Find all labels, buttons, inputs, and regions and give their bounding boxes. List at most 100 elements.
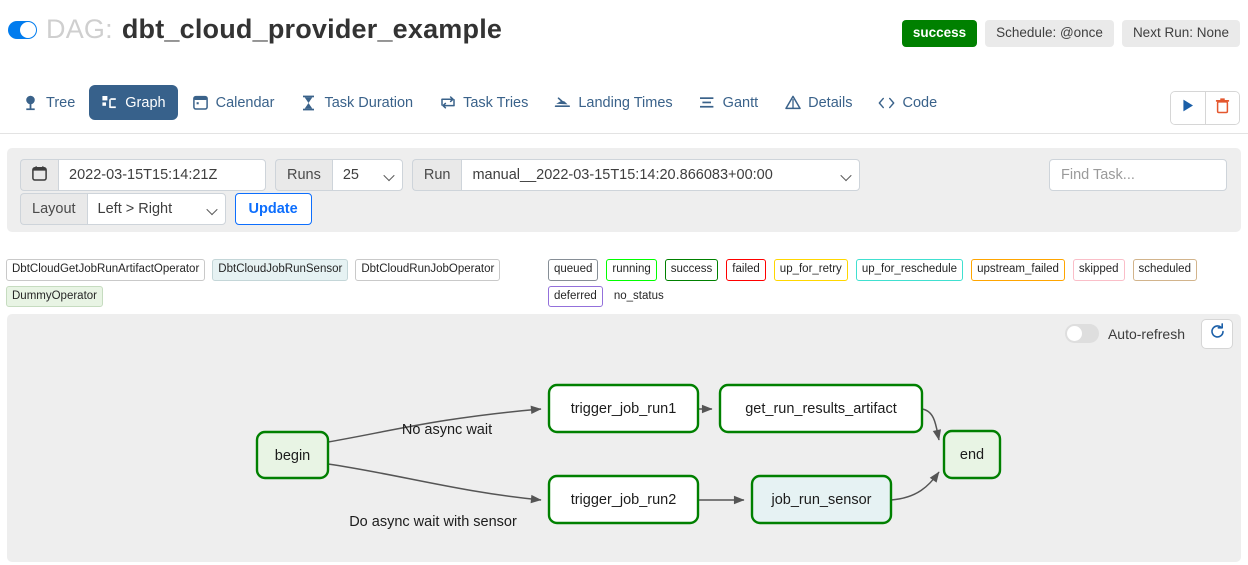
tab-label: Details bbox=[808, 94, 853, 111]
auto-refresh-toggle[interactable] bbox=[1064, 324, 1099, 343]
tab-label: Gantt bbox=[722, 94, 759, 111]
tab-task-tries[interactable]: Task Tries bbox=[427, 85, 540, 120]
tab-label: Tree bbox=[46, 94, 76, 111]
dag-graph-canvas[interactable]: No async wait Do async wait with sensor … bbox=[7, 314, 1241, 562]
node-label: trigger_job_run1 bbox=[571, 401, 677, 417]
auto-refresh-control: Auto-refresh bbox=[1064, 324, 1185, 343]
tab-tree[interactable]: Tree bbox=[10, 85, 87, 120]
runs-label: Runs bbox=[275, 159, 332, 191]
run-group: Run manual__2022-03-15T15:14:20.866083+0… bbox=[411, 159, 861, 191]
play-triangle-icon bbox=[1181, 98, 1195, 118]
tab-calendar[interactable]: Calendar bbox=[180, 85, 287, 120]
state-chip-upstream-failed[interactable]: upstream_failed bbox=[971, 259, 1065, 281]
tab-graph[interactable]: Graph bbox=[89, 85, 178, 120]
layout-select[interactable]: Left > Right bbox=[86, 193, 226, 225]
operator-legend: DbtCloudGetJobRunArtifactOperator DbtClo… bbox=[6, 259, 526, 307]
tab-label: Calendar bbox=[215, 94, 275, 111]
dag-pause-toggle-icon[interactable] bbox=[8, 20, 37, 39]
state-chip-up-for-retry[interactable]: up_for_retry bbox=[773, 259, 848, 281]
delete-dag-button[interactable] bbox=[1205, 92, 1239, 124]
filter-row-primary: 2022-03-15T15:14:21Z Runs 25 Run manual_… bbox=[20, 159, 861, 191]
base-date-input[interactable]: 2022-03-15T15:14:21Z bbox=[58, 159, 266, 191]
graph-edges bbox=[327, 404, 942, 505]
operator-chip[interactable]: DbtCloudJobRunSensor bbox=[212, 259, 349, 281]
edge-label: No async wait bbox=[402, 422, 492, 438]
alert-triangle-icon bbox=[784, 94, 801, 111]
tab-gantt[interactable]: Gantt bbox=[687, 85, 770, 120]
trigger-dag-button[interactable] bbox=[1171, 92, 1205, 124]
tab-label: Code bbox=[902, 94, 938, 111]
view-tabs: Tree Graph Calendar Task Duration bbox=[10, 85, 949, 120]
node-label: trigger_job_run2 bbox=[571, 492, 677, 508]
dag-title: DAG: dbt_cloud_provider_example bbox=[8, 14, 502, 45]
graph-nodes-icon bbox=[101, 94, 118, 111]
layout-group: Layout Left > Right bbox=[20, 193, 226, 225]
hourglass-icon bbox=[300, 94, 317, 111]
tab-landing-times[interactable]: Landing Times bbox=[542, 85, 684, 120]
dag-graph-panel: Auto-refresh bbox=[7, 314, 1241, 562]
edge-begin-to-trigger-job-run1 bbox=[327, 405, 542, 443]
state-chip-scheduled[interactable]: scheduled bbox=[1132, 259, 1197, 281]
layout-label: Layout bbox=[20, 193, 87, 225]
tab-code[interactable]: Code bbox=[866, 85, 949, 120]
state-chip-up-for-reschedule[interactable]: up_for_reschedule bbox=[855, 259, 964, 281]
operator-chip[interactable]: DbtCloudRunJobOperator bbox=[355, 259, 501, 281]
tab-details[interactable]: Details bbox=[772, 85, 864, 120]
edge-label: Do async wait with sensor bbox=[349, 514, 517, 530]
edge-get-run-results-artifact-to-end bbox=[921, 408, 942, 441]
state-chip-success[interactable]: success bbox=[664, 259, 719, 281]
node-label: get_run_results_artifact bbox=[745, 401, 897, 417]
calendar-icon bbox=[32, 165, 47, 185]
operator-chip[interactable]: DummyOperator bbox=[6, 285, 103, 307]
tab-task-duration[interactable]: Task Duration bbox=[288, 85, 425, 120]
refresh-button[interactable] bbox=[1201, 319, 1233, 349]
page-title: dbt_cloud_provider_example bbox=[121, 14, 503, 44]
operator-chip[interactable]: DbtCloudGetJobRunArtifactOperator bbox=[6, 259, 206, 281]
page-header: DAG: dbt_cloud_provider_example success … bbox=[0, 14, 1248, 66]
graph-node-trigger-job-run2[interactable]: trigger_job_run2 bbox=[547, 474, 700, 525]
dag-actions bbox=[1170, 91, 1240, 125]
state-chip-skipped[interactable]: skipped bbox=[1072, 259, 1125, 281]
calendar-button[interactable] bbox=[20, 159, 58, 191]
filter-row-secondary: Layout Left > Right Update bbox=[20, 193, 312, 225]
graph-node-trigger-job-run1[interactable]: trigger_job_run1 bbox=[547, 383, 700, 434]
graph-node-begin[interactable]: begin bbox=[255, 430, 330, 480]
state-legend: queued running success failed up_for_ret… bbox=[548, 259, 1244, 307]
tab-label: Task Tries bbox=[463, 94, 529, 111]
status-badge: success bbox=[901, 20, 978, 47]
state-chip-failed[interactable]: failed bbox=[726, 259, 766, 281]
auto-refresh-label: Auto-refresh bbox=[1107, 325, 1185, 342]
runs-select[interactable]: 25 bbox=[331, 159, 403, 191]
edge-job-run-sensor-to-end bbox=[890, 471, 940, 501]
calendar-icon bbox=[192, 94, 209, 111]
state-chip-no-status[interactable]: no_status bbox=[613, 289, 664, 302]
schedule-badge[interactable]: Schedule: @once bbox=[985, 20, 1114, 47]
graph-edge-labels: No async wait Do async wait with sensor bbox=[349, 422, 517, 530]
edge-begin-to-trigger-job-run2 bbox=[327, 463, 542, 504]
runs-group: Runs 25 bbox=[275, 159, 403, 191]
run-select[interactable]: manual__2022-03-15T15:14:20.866083+00:00 bbox=[461, 159, 861, 191]
filter-bar: 2022-03-15T15:14:21Z Runs 25 Run manual_… bbox=[7, 148, 1241, 232]
trash-icon bbox=[1215, 97, 1230, 119]
next-run-badge[interactable]: Next Run: None bbox=[1121, 20, 1240, 47]
node-label: begin bbox=[275, 448, 310, 464]
dag-prefix-label: DAG: bbox=[46, 14, 113, 44]
state-chip-deferred[interactable]: deferred bbox=[548, 285, 603, 307]
header-badges: success Schedule: @once Next Run: None bbox=[901, 20, 1240, 47]
tab-label: Graph bbox=[125, 94, 166, 111]
graph-node-get-run-results-artifact[interactable]: get_run_results_artifact bbox=[718, 383, 924, 434]
view-tabbar: Tree Graph Calendar Task Duration bbox=[0, 80, 1248, 134]
state-chip-running[interactable]: running bbox=[606, 259, 657, 281]
run-label: Run bbox=[411, 159, 462, 191]
state-chip-queued[interactable]: queued bbox=[548, 259, 599, 281]
find-task-input[interactable]: Find Task... bbox=[1049, 159, 1227, 191]
gantt-bars-icon bbox=[699, 94, 716, 111]
tab-label: Landing Times bbox=[578, 94, 673, 111]
base-date-group: 2022-03-15T15:14:21Z bbox=[20, 159, 266, 191]
graph-node-job-run-sensor[interactable]: job_run_sensor bbox=[750, 474, 893, 525]
node-label: end bbox=[960, 447, 984, 463]
update-button[interactable]: Update bbox=[234, 193, 312, 225]
graph-node-end[interactable]: end bbox=[942, 429, 1002, 480]
refresh-icon bbox=[1209, 323, 1226, 345]
